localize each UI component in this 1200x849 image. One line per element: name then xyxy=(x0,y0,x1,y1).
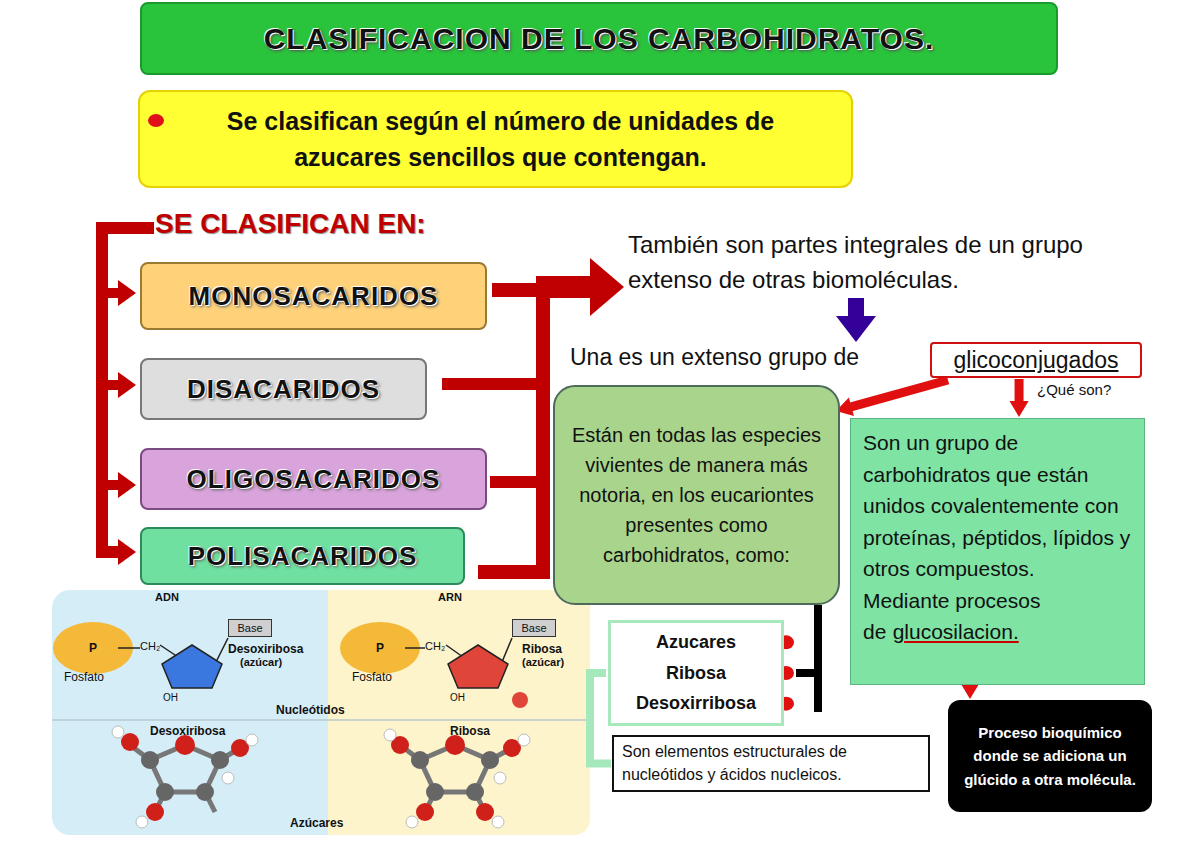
highlight-box: glicoconjugados xyxy=(930,342,1142,378)
node-text: Ribosa xyxy=(666,658,726,689)
node-text: Son elementos estructurales de nucleótid… xyxy=(622,741,920,786)
list-box: AzucaresRibosaDesoxirribosa xyxy=(608,620,784,726)
node-text: POLISACARIDOS xyxy=(188,541,418,572)
panel-label: ADN xyxy=(155,591,179,603)
part-label: Nucleótidos xyxy=(276,703,345,717)
node-text: Azucares xyxy=(656,627,736,658)
section-label: SE CLASIFICAN EN: xyxy=(155,208,426,240)
info-box: Son un grupo de carbohidratos que están … xyxy=(850,418,1145,685)
node-text: Se clasifican según el número de unidade… xyxy=(170,103,831,176)
base-box: Base xyxy=(228,619,272,637)
atom-label: OH xyxy=(163,692,178,703)
part-label: Ribosa xyxy=(522,642,562,656)
atom-label: CH₂ xyxy=(425,640,445,652)
node-text: Están en todas las especies vivientes de… xyxy=(569,420,824,570)
base-box: Base xyxy=(512,619,556,637)
edge-label: ¿Qué son? xyxy=(1035,381,1113,398)
part-label: (azúcar) xyxy=(522,656,564,668)
node-text: Desoxirribosa xyxy=(636,688,756,719)
atom-label: CH₂ xyxy=(140,640,160,652)
definition-box: Proceso bioquímico donde se adiciona un … xyxy=(948,700,1152,812)
node-text: glucosilacion. xyxy=(893,620,1019,643)
connector xyxy=(836,380,948,416)
part-label: Desoxiribosa xyxy=(150,724,225,738)
title-band: CLASIFICACION DE LOS CARBOHIDRATOS. xyxy=(140,2,1058,75)
atom-label: OH xyxy=(450,692,465,703)
class-box: OLIGOSACARIDOS xyxy=(140,448,487,510)
panel-label: Azúcares xyxy=(290,816,343,830)
class-box: DISACARIDOS xyxy=(140,358,427,420)
class-box: POLISACARIDOS xyxy=(140,527,465,585)
title-text: CLASIFICACION DE LOS CARBOHIDRATOS. xyxy=(264,22,935,56)
info-box: Están en todas las especies vivientes de… xyxy=(553,385,840,605)
part-label: (azúcar) xyxy=(240,656,282,668)
note-box: Son elementos estructurales de nucleótid… xyxy=(612,735,930,792)
bullet-dot xyxy=(148,114,164,127)
node-text: Proceso bioquímico donde se adiciona un … xyxy=(958,721,1142,791)
class-box: MONOSACARIDOS xyxy=(140,262,487,330)
node-text: Son un grupo de carbohidratos que están … xyxy=(863,427,1132,585)
node-text: Base xyxy=(521,622,546,634)
connector xyxy=(962,685,979,699)
atom-label: P xyxy=(376,641,384,655)
part-label: Desoxiribosa xyxy=(228,642,303,656)
atom-label: P xyxy=(89,641,97,655)
node-text: DISACARIDOS xyxy=(187,374,380,405)
intro-box: Se clasifican según el número de unidade… xyxy=(138,90,853,188)
node-text: glicoconjugados xyxy=(954,347,1119,374)
node-text: Base xyxy=(237,622,262,634)
panel-label: ARN xyxy=(438,591,462,603)
connector xyxy=(796,605,818,712)
note-text: Una es un extenso grupo de xyxy=(570,344,859,371)
part-label: Fosfato xyxy=(352,670,392,684)
part-label: Ribosa xyxy=(450,724,490,738)
node-text: OLIGOSACARIDOS xyxy=(187,464,441,495)
connector xyxy=(1009,379,1028,417)
note-text: También son partes integrales de un grup… xyxy=(628,228,1098,298)
node-text: MONOSACARIDOS xyxy=(189,281,439,312)
part-label: Fosfato xyxy=(64,670,104,684)
